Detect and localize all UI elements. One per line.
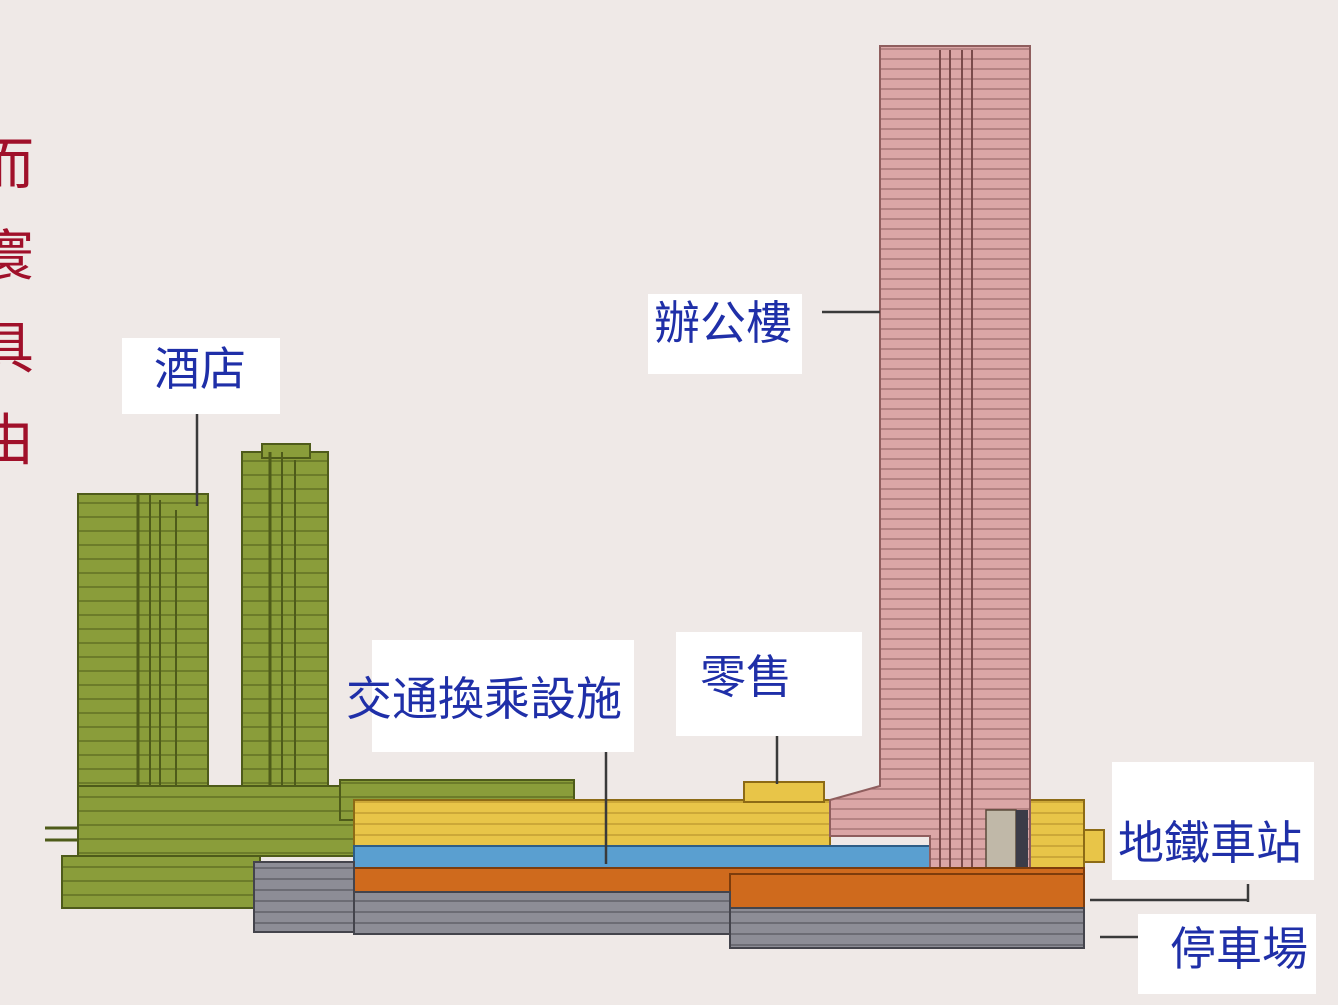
label-hotel: 酒店 — [122, 338, 280, 414]
label-subway-station: 地鐵車站 — [1112, 762, 1314, 880]
hotel-tower-right — [241, 443, 329, 799]
label-transport-interchange: 交通換乘設施 — [346, 672, 622, 726]
label-office: 辦公樓 — [648, 294, 802, 374]
hotel-podium — [45, 785, 355, 909]
hotel-tower-left — [77, 493, 209, 799]
label-parking: 停車場 — [1138, 914, 1316, 994]
label-retail: 零售 — [676, 632, 862, 736]
transport-interchange-level — [353, 845, 931, 869]
office-tower — [829, 45, 1031, 875]
parking-levels — [253, 861, 1085, 949]
leader-lines — [195, 310, 1250, 939]
retail-levels — [353, 781, 1105, 875]
